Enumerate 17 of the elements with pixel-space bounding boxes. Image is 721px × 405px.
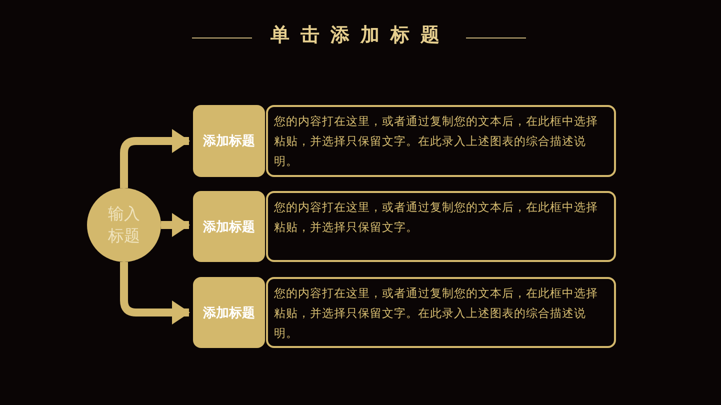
arrow — [161, 213, 190, 237]
title: 单击添加标题 — [270, 24, 450, 46]
description-text: 您的内容打在这里，或者通过复制您的文本后，在此框中选择粘贴，并选择只保留文字。 — [274, 199, 599, 236]
arrow — [120, 129, 190, 188]
box-title: 添加标题 — [203, 133, 255, 150]
description-box — [266, 105, 616, 177]
arrow — [120, 262, 190, 324]
title-box — [193, 191, 265, 262]
description-box — [266, 277, 616, 348]
box-title: 添加标题 — [203, 304, 255, 322]
description-text: 您的内容打在这里，或者通过复制您的文本后，在此框中选择粘贴，并选择只保留文字。在此录入上述图表的综合描述说明。 — [274, 113, 599, 170]
box-title: 添加标题 — [203, 218, 255, 236]
title-box — [193, 277, 265, 348]
description-text: 您的内容打在这里，或者通过复制您的文本后，在此框中选择粘贴，并选择只保留文字。在此录入上述图表的综合描述说明。 — [274, 285, 599, 342]
title-box — [193, 105, 265, 177]
description-box — [266, 191, 616, 262]
circle-label: 输入标题 — [107, 203, 141, 247]
